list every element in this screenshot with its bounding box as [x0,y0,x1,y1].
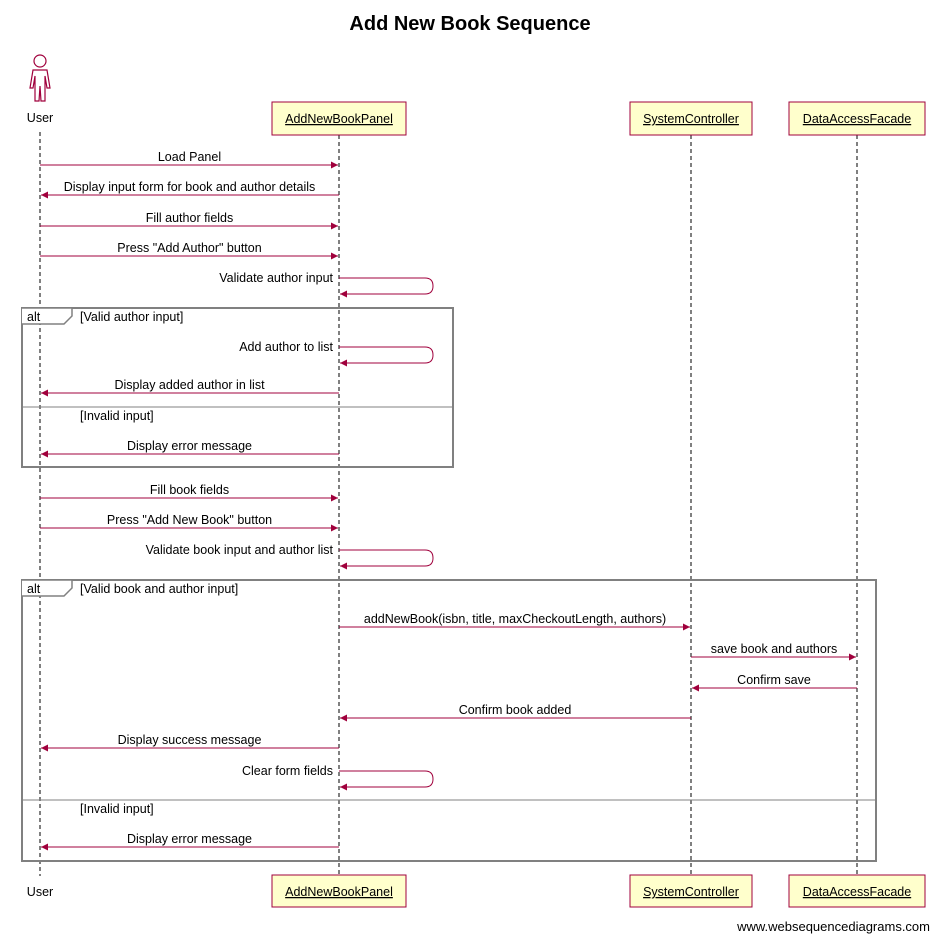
participants-bottom: User AddNewBookPanel SystemController Da… [27,874,926,908]
participant-facade-top: DataAccessFacade [788,101,926,136]
alt-fragment: alt [Valid book and author input] [Inval… [21,579,877,862]
alt-condition: [Invalid input] [80,802,154,816]
participant-panel-bottom: AddNewBookPanel [271,874,407,908]
message: Confirm book added [340,703,691,722]
self-message: Validate author input [219,271,434,298]
message: save book and authors [691,642,856,661]
participant-panel-top: AddNewBookPanel [271,101,407,136]
message: Display error message [41,832,339,851]
message-label: addNewBook(isbn, title, maxCheckoutLengt… [364,612,666,626]
alt-operator: alt [27,310,41,324]
message: Fill author fields [40,211,338,230]
self-message: Validate book input and author list [146,543,434,570]
participants-top: User AddNewBookPanel SystemController Da… [27,54,926,136]
message-label: Add author to list [239,340,333,354]
participant-label-controller-bottom: SystemController [643,885,739,899]
message: Display added author in list [41,378,339,397]
message-label: Press "Add Author" button [117,241,261,255]
messages: Load Panel Display input form for book a… [40,150,857,851]
message-label: Fill author fields [146,211,234,225]
message-label: Display error message [127,832,252,846]
alt-fragment: alt [Valid author input] [Invalid input] [21,307,454,468]
alt-operator: alt [27,582,41,596]
participant-label-user: User [27,111,53,125]
message-label: Display success message [118,733,262,747]
participant-controller-bottom: SystemController [629,874,753,908]
actor-user-top: User [27,54,53,125]
message-label: save book and authors [711,642,837,656]
participant-label-panel: AddNewBookPanel [285,112,393,126]
actor-icon [29,54,51,102]
diagram-title: Add New Book Sequence [349,13,590,35]
message-label: Display input form for book and author d… [64,180,316,194]
message: Display error message [41,439,339,458]
participant-label-facade-bottom: DataAccessFacade [803,885,911,899]
participant-controller-top: SystemController [629,101,753,136]
message: Load Panel [40,150,338,169]
message-label: Confirm book added [459,703,572,717]
message: Press "Add New Book" button [40,513,338,532]
participant-label-facade: DataAccessFacade [803,112,911,126]
message: Press "Add Author" button [40,241,338,260]
message: Display input form for book and author d… [41,180,339,199]
message: Confirm save [692,673,857,692]
participant-label-user-bottom: User [27,885,53,899]
message-label: Confirm save [737,673,811,687]
participant-facade-bottom: DataAccessFacade [788,874,926,908]
message: Display success message [41,733,339,752]
lifelines [39,132,858,876]
message-label: Fill book fields [150,483,229,497]
participant-label-controller: SystemController [643,112,739,126]
alt-condition: [Invalid input] [80,409,154,423]
message-label: Validate book input and author list [146,543,334,557]
footer-credit: www.websequencediagrams.com [736,919,930,934]
message-label: Validate author input [219,271,333,285]
message: addNewBook(isbn, title, maxCheckoutLengt… [339,612,690,631]
message: Fill book fields [40,483,338,502]
message-label: Display added author in list [114,378,265,392]
message-label: Display error message [127,439,252,453]
self-message: Clear form fields [242,764,434,791]
message-label: Load Panel [158,150,221,164]
participant-label-panel-bottom: AddNewBookPanel [285,885,393,899]
message-label: Press "Add New Book" button [107,513,272,527]
alt-condition: [Valid author input] [80,310,183,324]
alt-condition: [Valid book and author input] [80,582,238,596]
self-message: Add author to list [239,340,434,367]
message-label: Clear form fields [242,764,333,778]
